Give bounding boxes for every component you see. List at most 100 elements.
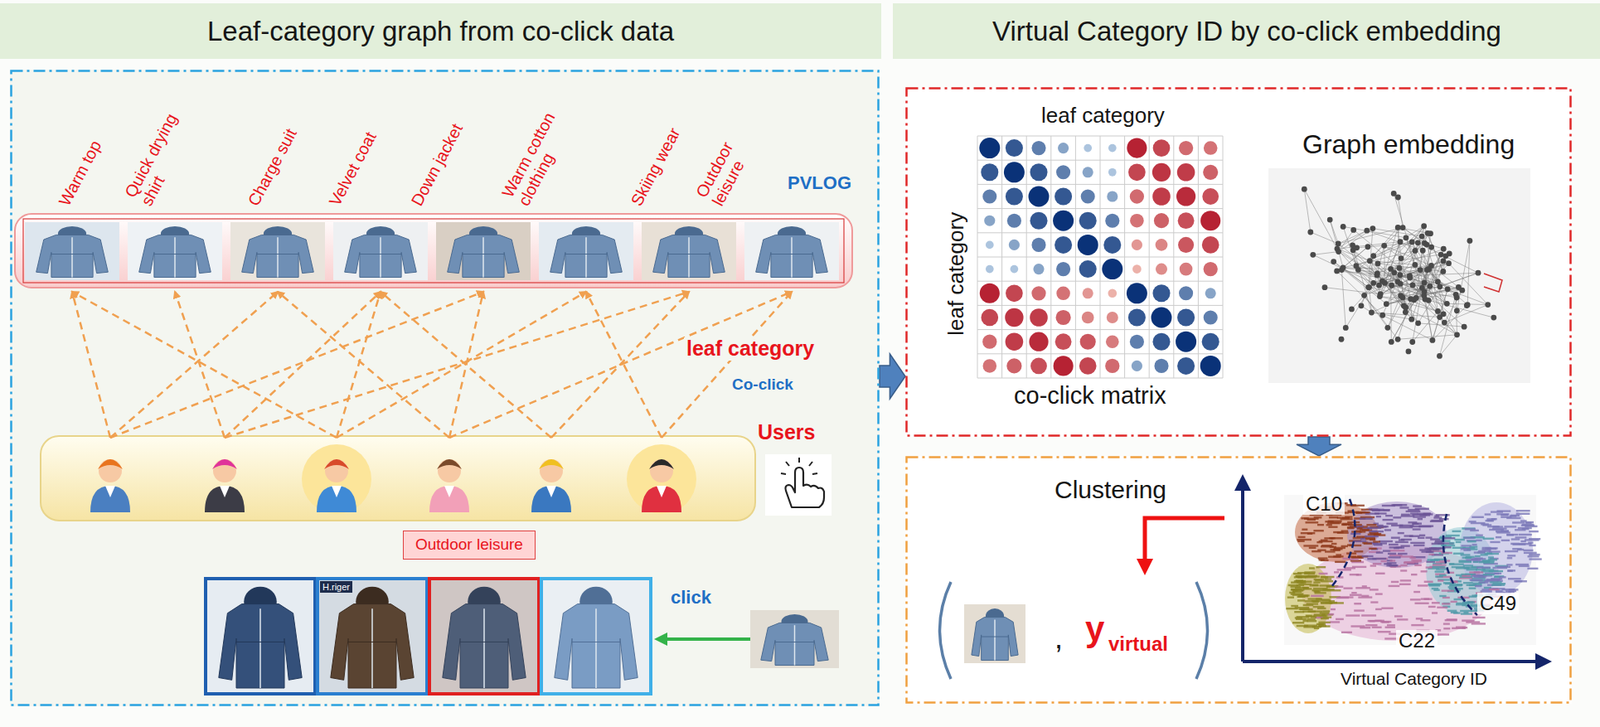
image-frame: [429, 578, 539, 694]
graph-edge: [1397, 334, 1457, 340]
graph-node: [1391, 190, 1397, 197]
graph-node: [1484, 301, 1491, 308]
cluster-point: [1493, 572, 1502, 575]
cluster-point: [1513, 580, 1528, 582]
user-halo: [301, 444, 372, 514]
cluster-point: [1367, 533, 1381, 536]
cluster-point: [1292, 621, 1305, 624]
matrix-grid: [1149, 135, 1150, 379]
jacket-seam: [236, 641, 285, 643]
cluster-point: [1489, 541, 1500, 544]
cluster-point: [1464, 537, 1475, 539]
matrix-dot: [979, 137, 1000, 159]
graph-node: [1400, 295, 1407, 301]
graph-node: [1406, 349, 1412, 355]
cluster-point: [1313, 529, 1324, 532]
matrix-dot: [1177, 308, 1195, 326]
graph-node: [1408, 316, 1415, 323]
hand-cursor-icon: [765, 454, 832, 516]
cluster-point: [1488, 550, 1501, 553]
cluster-point: [1324, 577, 1332, 580]
cluster-point: [1307, 597, 1321, 600]
cluster-point: [1386, 624, 1396, 626]
cluster-point: [1372, 557, 1387, 560]
cluster-point: [1384, 528, 1392, 531]
cluster-point: [1463, 564, 1474, 567]
embedding-caption: Graph embedding: [1302, 130, 1515, 160]
matrix-dot: [982, 189, 997, 204]
cluster-point: [1427, 583, 1440, 586]
cluster-point: [1484, 513, 1492, 515]
block-arrow: [879, 353, 906, 399]
matrix-grid: [1124, 135, 1125, 379]
graph-node: [1396, 265, 1403, 272]
cluster-point: [1366, 523, 1377, 526]
matrix-dot: [1202, 164, 1218, 180]
cluster-point: [1368, 547, 1377, 550]
graph-edge: [1397, 197, 1403, 228]
cluster-point: [1335, 618, 1344, 621]
cluster-point: [1400, 564, 1407, 567]
cluster-point: [1385, 626, 1396, 629]
image-frame: [317, 578, 427, 694]
cluster-point: [1518, 543, 1533, 545]
cluster-point: [1498, 576, 1506, 578]
cluster-point: [1475, 534, 1484, 537]
cluster-point: [1412, 515, 1426, 518]
graph-node: [1412, 261, 1419, 268]
cluster-point: [1359, 518, 1373, 520]
image-frame: [541, 578, 651, 694]
click-arrow: [657, 637, 751, 641]
matrix-caption: co-click matrix: [1013, 383, 1167, 410]
header-text: Virtual Category ID by co-click embeddin…: [992, 16, 1502, 47]
cluster-point: [1420, 570, 1428, 573]
hand-cursor-ground: [765, 454, 832, 516]
graph-node: [1428, 244, 1435, 251]
jacket-body: [447, 234, 520, 277]
matrix-grid: [977, 329, 1223, 330]
cluster-point: [1298, 583, 1312, 586]
users-strip: [40, 436, 756, 521]
matrix-dot: [1005, 284, 1024, 302]
cluster-point: [1315, 566, 1326, 568]
matrix-dot: [1079, 260, 1097, 278]
clustering-caption: Clustering: [1054, 475, 1167, 504]
cluster-point: [1420, 597, 1430, 600]
matrix-dot: [1030, 358, 1048, 375]
cluster-point: [1306, 615, 1315, 617]
cluster-point: [1398, 526, 1413, 529]
jacket-seam: [565, 253, 607, 255]
user-head: [324, 459, 349, 483]
cluster-point: [1335, 553, 1342, 556]
cluster-point: [1290, 592, 1305, 595]
matrix-dot: [1101, 258, 1123, 280]
matrix-grid: [1222, 135, 1224, 379]
cluster-point: [1309, 567, 1315, 569]
user-body: [641, 485, 682, 513]
graph-node: [1440, 257, 1447, 264]
graph-node: [1384, 324, 1391, 331]
cluster-point: [1319, 611, 1330, 614]
cluster-point: [1299, 608, 1310, 611]
left-panel: Warm topQuick drying shirtCharge suitVel…: [9, 69, 880, 707]
cluster-point: [1493, 582, 1507, 585]
image-strip-frame: [23, 218, 844, 283]
photo-ground: [964, 604, 1026, 664]
cluster-point: [1359, 528, 1369, 531]
cluster-point: [1320, 580, 1334, 582]
graph-node: [1435, 308, 1441, 315]
product-photo: [436, 222, 531, 281]
jacket-seam: [770, 253, 813, 255]
user-hair: [538, 459, 564, 470]
cluster-point: [1478, 550, 1486, 553]
cluster-point: [1394, 615, 1403, 617]
cluster-point: [1306, 618, 1315, 621]
product-photo: [641, 222, 737, 281]
photo-ground: [333, 222, 428, 281]
cluster-point: [1495, 530, 1509, 533]
cluster-point: [1342, 523, 1353, 525]
jacket-zip: [790, 237, 793, 277]
cluster-point: [1424, 581, 1434, 583]
